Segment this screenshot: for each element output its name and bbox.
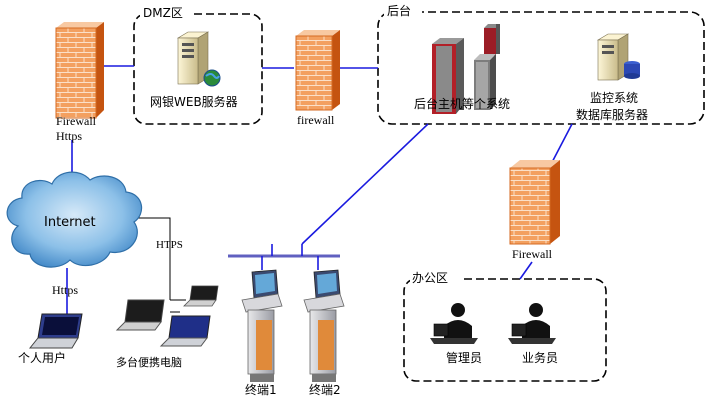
- link-fw-right-office: [519, 261, 533, 280]
- terminal-2-label: 终端2: [309, 382, 341, 397]
- clerk-label: 业务员: [522, 350, 558, 365]
- backend-zone-label: 后台: [387, 3, 411, 18]
- link-backend-terminals: [301, 123, 429, 245]
- personal-user-label: 个人用户: [18, 350, 66, 365]
- admin-label: 管理员: [446, 350, 482, 365]
- firewall-mid-label: firewall: [297, 113, 335, 127]
- personal-laptop-icon: [28, 313, 83, 349]
- https-top-label: Https: [56, 129, 82, 143]
- web-server-label: 网银WEB服务器: [150, 94, 238, 109]
- firewall-right-label: Firewall: [512, 247, 553, 261]
- internet-label: Internet: [44, 215, 96, 230]
- clerk-person-icon: [508, 303, 556, 344]
- firewall-left-icon: [55, 22, 104, 119]
- laptops-label: 多台便携电脑: [116, 355, 182, 369]
- terminal-2-icon: [303, 269, 345, 382]
- terminal-1-label: 终端1: [245, 382, 277, 397]
- office-zone-label: 办公区: [412, 270, 448, 285]
- office-zone: [403, 278, 607, 382]
- dmz-zone-label: DMZ区: [143, 6, 183, 20]
- dmz-zone: [133, 13, 263, 125]
- monitor-label-line2: 数据库服务器: [576, 107, 648, 122]
- monitor-label-line1: 监控系统: [590, 91, 638, 105]
- web-server-icon: [176, 31, 221, 87]
- firewall-left-label: Firewall: [56, 114, 97, 128]
- firewall-mid-icon: [295, 30, 340, 111]
- host-systems-icon: [432, 24, 500, 114]
- network-links: [66, 65, 573, 316]
- terminal-1-icon: [241, 269, 283, 382]
- internet-cloud-icon: [6, 171, 143, 268]
- laptop-links: [136, 217, 186, 313]
- laptop-group-icon: [115, 285, 219, 347]
- https-bottom-label: Https: [52, 283, 78, 297]
- https-laptops-label: HTPS: [156, 239, 183, 251]
- admin-person-icon: [430, 303, 478, 344]
- host-systems-label: 后台主机等个系统: [414, 96, 510, 111]
- monitor-db-server-icon: [596, 33, 640, 81]
- firewall-right-icon: [509, 160, 560, 245]
